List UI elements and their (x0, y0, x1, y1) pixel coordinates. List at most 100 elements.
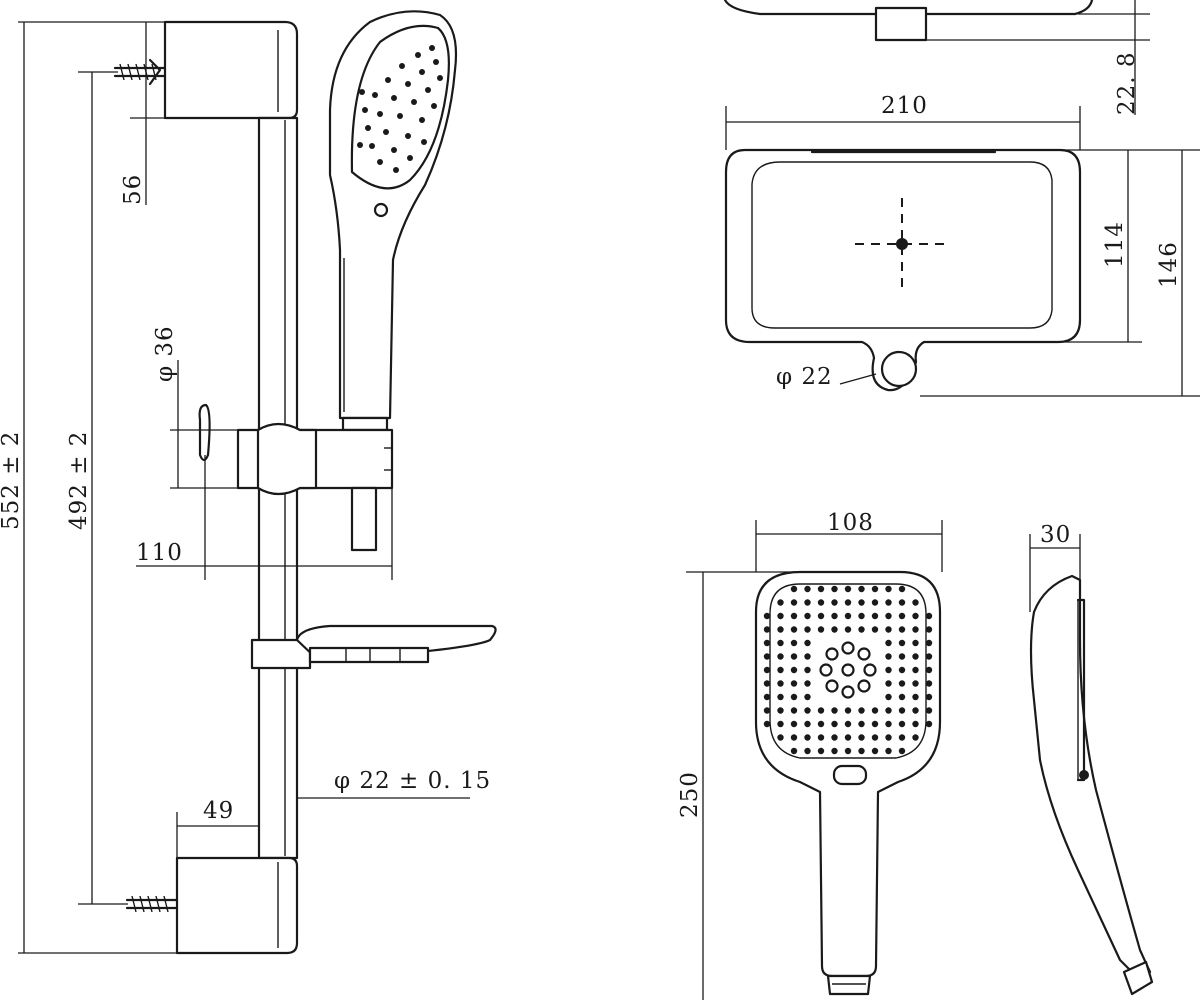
spray-hole (831, 734, 838, 741)
spray-hole (804, 585, 811, 593)
front-spray-holes (763, 585, 933, 755)
spray-hole (885, 693, 892, 701)
spray-hole (777, 720, 784, 728)
spray-hole (885, 720, 892, 728)
spray-hole (858, 720, 865, 728)
spray-hole (858, 734, 865, 741)
spray-hole (763, 639, 771, 647)
spray-hole (925, 680, 933, 687)
spray-hole (898, 599, 906, 606)
spray-hole (858, 599, 865, 606)
spray-hole (790, 585, 798, 593)
spray-hole (831, 747, 838, 755)
spray-hole (898, 626, 906, 633)
spray-hole (885, 626, 892, 633)
center-spray-ring (841, 641, 855, 655)
spray-hole (831, 626, 838, 633)
spray-hole (912, 693, 919, 701)
spray-hole (790, 693, 798, 701)
bottom-wall-bracket (175, 856, 299, 955)
spray-hole (885, 585, 892, 593)
center-spray-ring (863, 663, 877, 677)
spray-hole (844, 707, 852, 714)
spray-hole (831, 599, 838, 606)
side-soap-dish (250, 624, 497, 670)
spray-hole (831, 612, 838, 620)
spray-hole (763, 720, 771, 728)
spray-hole (777, 734, 784, 741)
spray-hole (817, 720, 825, 728)
spray-hole (912, 612, 919, 620)
spray-hole (804, 626, 811, 633)
dim-wall-offset: 49 (203, 798, 234, 824)
spray-hole (898, 707, 906, 714)
spray-hole (817, 747, 825, 755)
spray-hole (925, 653, 933, 660)
spray-hole (858, 626, 865, 633)
spray-hole (804, 720, 811, 728)
spray-hole (790, 599, 798, 606)
center-spray-ring (819, 663, 833, 677)
spray-hole (777, 693, 784, 701)
spray-hole (804, 599, 811, 606)
spray-hole (777, 599, 784, 606)
dim-dish-width: 210 (881, 93, 928, 119)
spray-hole (925, 639, 933, 647)
spray-hole (777, 653, 784, 660)
spray-hole (858, 612, 865, 620)
spray-hole (817, 599, 825, 606)
spray-hole (858, 747, 865, 755)
spray-hole (871, 747, 879, 755)
spray-hole (817, 612, 825, 620)
spray-hole (912, 707, 919, 714)
spray-hole (804, 734, 811, 741)
spray-hole (898, 639, 906, 647)
dim-head-length: 250 (677, 771, 703, 818)
spray-hole (925, 693, 933, 701)
spray-hole (817, 626, 825, 633)
spray-hole (925, 666, 933, 674)
spray-hole (790, 680, 798, 687)
spray-hole (790, 639, 798, 647)
spray-hole (885, 747, 892, 755)
dim-dish-inner-depth: 114 (1102, 221, 1128, 268)
spray-hole (790, 626, 798, 633)
spray-hole (763, 626, 771, 633)
spray-hole (885, 653, 892, 660)
spray-hole (925, 707, 933, 714)
spray-hole (898, 612, 906, 620)
spray-hole (858, 707, 865, 714)
left-dimension-lines (18, 21, 470, 954)
spray-hole (804, 693, 811, 701)
spray-hole (790, 734, 798, 741)
spray-hole (898, 693, 906, 701)
spray-hole (831, 707, 838, 714)
spray-hole (804, 707, 811, 714)
spray-hole (885, 666, 892, 674)
spray-hole (871, 720, 879, 728)
spray-hole (763, 680, 771, 687)
spray-hole (777, 666, 784, 674)
spray-hole (844, 626, 852, 633)
dim-bracket-height: 56 (120, 174, 146, 205)
spray-hole (885, 707, 892, 714)
spray-hole (844, 612, 852, 620)
dim-dish-hole-diameter: φ 22 (776, 364, 833, 390)
side-spray-holes (357, 45, 443, 173)
center-spray-ring (825, 647, 839, 661)
spray-hole (898, 734, 906, 741)
spray-hole (844, 734, 852, 741)
spray-hole (871, 599, 879, 606)
dim-overall-height: 552 ± 2 (0, 431, 24, 530)
side-dimension-lines (1029, 534, 1081, 612)
spray-hole (885, 639, 892, 647)
spray-hole (777, 639, 784, 647)
spray-hole (885, 612, 892, 620)
center-spray-ring (857, 647, 871, 661)
soap-dish-side-view (723, 0, 1150, 115)
spray-hole (804, 666, 811, 674)
side-hand-shower (328, 10, 458, 420)
spray-hole (777, 612, 784, 620)
